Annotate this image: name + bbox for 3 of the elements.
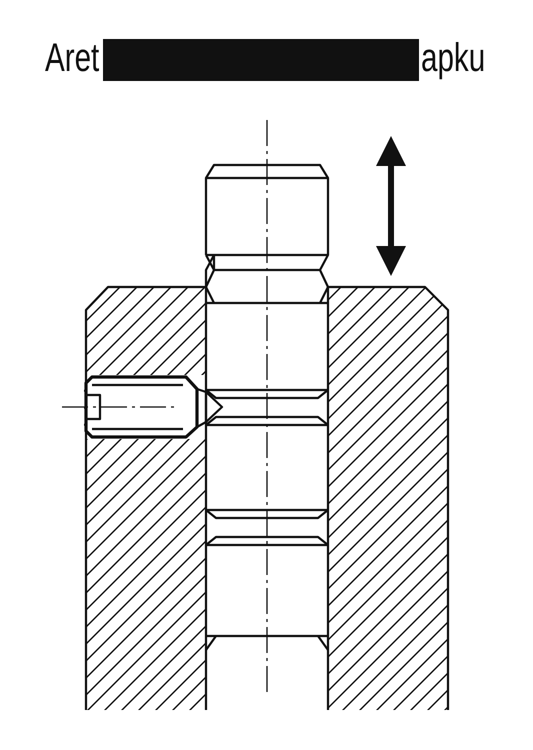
title-fragment: Aret xyxy=(45,36,100,80)
overprinted-text-smear xyxy=(103,39,419,81)
title-fragment: apku xyxy=(421,36,486,80)
